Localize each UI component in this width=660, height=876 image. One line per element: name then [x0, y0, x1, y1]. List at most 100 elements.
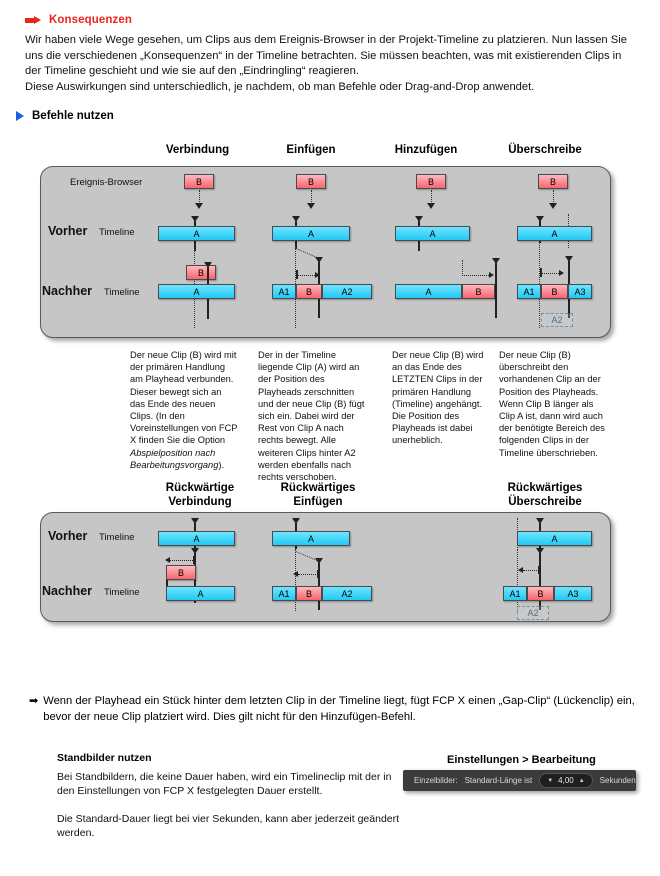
- diagram1-c2-clip-a2: A2: [322, 284, 372, 299]
- diagram1-c4-clip-a3: A3: [568, 284, 592, 299]
- diagram2-c2-playhead-head2-icon: [315, 558, 323, 564]
- diagram2-col-title-rueckwaertiges-einfuegen: Rückwärtiges Einfügen: [263, 482, 373, 509]
- diagram2-label-nachher: Nachher: [42, 584, 93, 598]
- diagram2-c3-playhead-head2-icon: [536, 548, 544, 554]
- red-arrow-icon: [25, 15, 42, 25]
- diagram1-col-title-ueberschreibe: Überschreibe: [508, 144, 582, 156]
- settings-bar: Einzelbilder: Standard-Länge ist ▼ 4,00 …: [403, 770, 636, 791]
- diagram1-c1-drop-line: [199, 190, 200, 204]
- diagram1-timeline-label-vorher: Timeline: [99, 227, 135, 238]
- stepper-up-caret-icon[interactable]: ▲: [578, 777, 585, 784]
- stepper-value[interactable]: 4,00: [558, 776, 574, 785]
- diagram1-c4-drop-arrow-icon: [549, 203, 557, 209]
- diagram2-label-vorher: Vorher: [48, 529, 88, 543]
- settings-duration-label: Standard-Länge ist: [464, 776, 533, 785]
- diagram2-col2-line1: Rückwärtiges: [280, 482, 356, 494]
- diagram1-c4-clip-a-before: A: [517, 226, 592, 241]
- diagram2-c2-clip-a1: A1: [272, 586, 296, 601]
- settings-unit-label: Sekunden: [599, 776, 636, 785]
- diagram1-c3-playhead-head-icon: [415, 216, 423, 222]
- diagram1-description-3: Der neue Clip (B) wird an das Ende des L…: [392, 350, 484, 446]
- gap-note-bullet-icon: ➡: [29, 695, 39, 707]
- diagram1-c2-playhead-head-icon: [292, 216, 300, 222]
- diagram1-c3-guide-line: [462, 260, 463, 276]
- konsequenzen-paragraph-1: Wir haben viele Wege gesehen, um Clips a…: [25, 34, 627, 77]
- diagram1-c3-clip-a-after: A: [395, 284, 462, 299]
- diagram1-c3-move-line: [462, 275, 491, 276]
- settings-prefix-label: Einzelbilder:: [414, 776, 458, 785]
- diagram1-label-nachher: Nachher: [42, 284, 93, 298]
- diagram1-description-1-tail: ).: [218, 459, 225, 470]
- section-heading-label: Konsequenzen: [49, 14, 132, 26]
- section-heading-befehle-label: Befehle nutzen: [32, 110, 114, 122]
- diagram2-c3-clip-b: B: [527, 586, 554, 601]
- diagram2-col-title-rueckwaertige-verbindung: Rückwärtige Verbindung: [145, 482, 255, 509]
- standbilder-paragraph-1: Bei Standbildern, die keine Dauer haben,…: [57, 771, 392, 797]
- diagram2-c2-clip-b: B: [296, 586, 322, 601]
- diagram2-c3-clip-a2-ghost: A2: [517, 606, 549, 620]
- diagram1-c2-clip-a1: A1: [272, 284, 296, 299]
- diagram1-c1-clip-a-before: A: [158, 226, 235, 241]
- diagram2-c2-guide-line: [295, 549, 296, 611]
- diagram2-col3-line2: Überschreibe: [508, 495, 582, 508]
- diagram1-event-browser-label: Ereignis-Browser: [70, 177, 143, 188]
- diagram1-col-title-hinzufuegen: Hinzufügen: [394, 144, 458, 156]
- diagram2-panel: [40, 512, 611, 622]
- diagram1-c3-drop-line: [431, 190, 432, 204]
- diagram1-c3-move-arrow-right-icon: [489, 271, 494, 278]
- diagram1-c1-playhead-head-icon: [191, 216, 199, 222]
- diagram1-c4-drop-line: [553, 190, 554, 204]
- diagram1-col-title-verbindung: Verbindung: [165, 144, 230, 156]
- diagram1-c3-clip-a-before: A: [395, 226, 470, 241]
- diagram2-c3-clip-a3: A3: [554, 586, 592, 601]
- stepper-down-caret-icon[interactable]: ▼: [547, 777, 554, 784]
- diagram1-c4-clip-a1: A1: [517, 284, 541, 299]
- section-heading-befehle: Befehle nutzen: [16, 110, 114, 122]
- diagram2-c1-move-arrow-left-icon: [165, 556, 170, 563]
- diagram1-description-1-text: Der neue Clip (B) wird mit der primären …: [130, 350, 238, 446]
- diagram1-c2-drop-arrow-icon: [307, 203, 315, 209]
- diagram2-c1-playhead-head-icon: [191, 518, 199, 524]
- diagram2-c3-playhead-head-icon: [536, 518, 544, 524]
- diagram1-c4-browser-clip-b: B: [538, 174, 568, 189]
- diagram2-col1-line1: Rückwärtige: [165, 482, 235, 494]
- diagram2-col3-line1: Rückwärtiges: [507, 482, 583, 494]
- diagram1-description-1: Der neue Clip (B) wird mit der primären …: [130, 349, 238, 471]
- gap-note: ➡ Wenn der Playhead ein Stück hinter dem…: [29, 694, 639, 725]
- diagram1-description-4: Der neue Clip (B) überschreibt den vorha…: [499, 350, 605, 458]
- diagram1-panel: [40, 166, 611, 338]
- diagram2-c1-playhead-head2-icon: [191, 548, 199, 554]
- diagram2-c1-move-line: [170, 560, 193, 561]
- diagram2-c3-clip-a1: A1: [503, 586, 527, 601]
- diagram1-c3-clip-b-after: B: [462, 284, 495, 299]
- duration-stepper[interactable]: ▼ 4,00 ▲: [539, 773, 593, 788]
- konsequenzen-paragraph-2: Diese Auswirkungen sind unterschiedlich,…: [25, 81, 535, 93]
- diagram2-c1-edge-tick: [166, 580, 168, 591]
- diagram1-c3-playhead-after: [495, 263, 497, 318]
- diagram1-description-1-italic: Abspielposition nach Bearbeitungsvorgang: [130, 447, 219, 470]
- diagram1-c4-clip-a2-ghost: A2: [541, 313, 573, 327]
- diagram2-c1-clip-a-after: A: [166, 586, 235, 601]
- diagram1-c2-move-line: [297, 275, 317, 276]
- diagram1-c2-drop-line: [311, 190, 312, 204]
- diagram2-c3-move-arrow-left-icon: [518, 566, 523, 573]
- diagram1-c2-playhead-head2-icon: [315, 257, 323, 263]
- diagram1-c2-clip-b: B: [296, 284, 322, 299]
- diagram1-col-title-einfuegen: Einfügen: [286, 144, 336, 156]
- diagram1-c1-playhead-head2-icon: [204, 262, 212, 268]
- diagram1-c1-clip-b-connected: B: [186, 265, 216, 280]
- diagram1-c4-move-line: [541, 273, 561, 274]
- diagram2-timeline-label-vorher: Timeline: [99, 532, 135, 543]
- diagram2-c1-clip-a-before: A: [158, 531, 235, 546]
- diagram2-col1-line2: Verbindung: [168, 495, 232, 508]
- diagram1-c2-move-arrow-right-icon: [315, 271, 320, 278]
- diagram2-c2-clip-a2: A2: [322, 586, 372, 601]
- diagram2-c3-clip-a-before: A: [517, 531, 592, 546]
- section-heading-konsequenzen: Konsequenzen: [25, 14, 132, 26]
- blue-triangle-icon: [16, 111, 24, 121]
- diagram2-c2-clip-a-before: A: [272, 531, 350, 546]
- diagram1-c1-drop-arrow-icon: [195, 203, 203, 209]
- diagram1-c3-drop-arrow-icon: [427, 203, 435, 209]
- diagram1-c1-clip-a-after: A: [158, 284, 235, 299]
- settings-breadcrumb: Einstellungen > Bearbeitung: [447, 754, 596, 766]
